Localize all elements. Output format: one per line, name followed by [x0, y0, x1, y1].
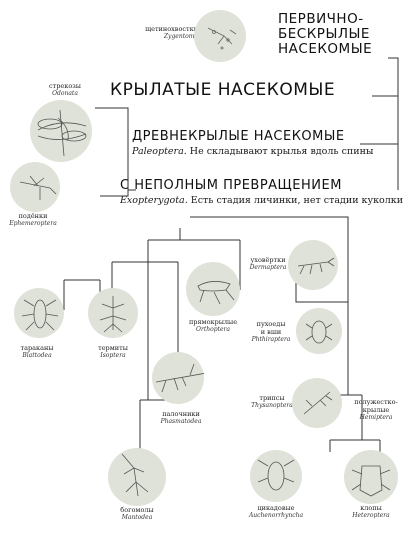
mayfly-icon [10, 162, 60, 212]
primitive-heading-line-1: ПЕРВИЧНО- [278, 11, 364, 27]
stick-insect-icon [152, 352, 204, 404]
shield-bug-icon [344, 450, 398, 504]
exopterygota-heading: С НЕПОЛНЫМ ПРЕВРАЩЕНИЕМ [120, 178, 342, 193]
primitive-heading-line-3: НАСЕКОМЫЕ [278, 41, 373, 57]
paleoptera-description: Paleoptera. Не складывают крылья вдоль с… [132, 146, 374, 157]
cockroach-icon [14, 288, 64, 338]
thrips-icon [292, 378, 342, 428]
paleoptera-heading: ДРЕВНЕКРЫЛЫЕ НАСЕКОМЫЕ [132, 129, 345, 144]
mantis-icon [108, 448, 166, 506]
primitive-heading-line-2: БЕСКРЫЛЫЕ [278, 26, 370, 42]
louse-icon [296, 308, 342, 354]
dragonfly-icon [30, 100, 92, 162]
silverfish-icon [194, 10, 246, 62]
grasshopper-icon [186, 262, 240, 316]
exopterygota-description: Exopterygota. Есть стадия личинки, нет с… [120, 195, 404, 206]
cicada-icon [250, 450, 302, 502]
winged-insects-heading: КРЫЛАТЫЕ НАСЕКОМЫЕ [110, 80, 336, 100]
primitive-wingless-heading: ПЕРВИЧНО- БЕСКРЫЛЫЕ НАСЕКОМЫЕ [278, 12, 372, 57]
termite-icon [88, 288, 138, 338]
earwig-icon [288, 240, 338, 290]
